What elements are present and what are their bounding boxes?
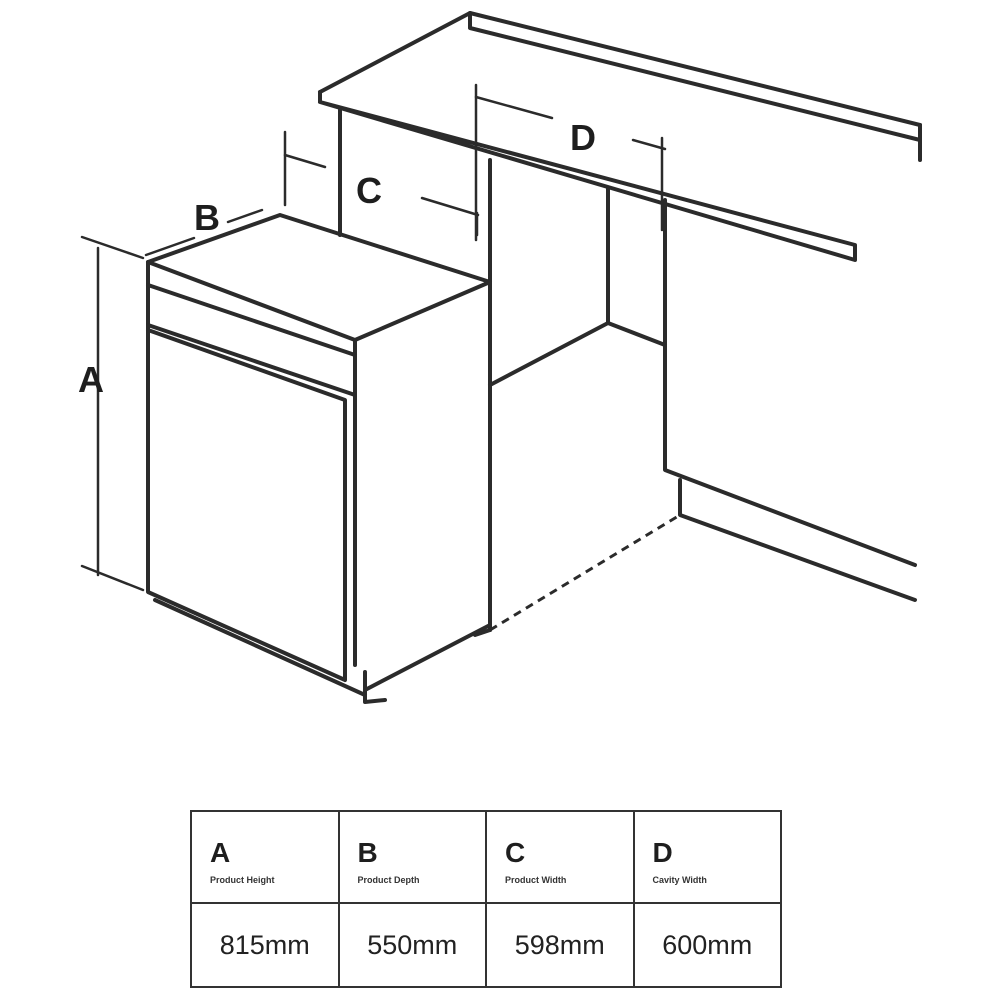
value-cell-d: 600mm [632, 902, 782, 988]
dimension-c: C [283, 130, 480, 237]
cabinet-cavity [338, 108, 917, 637]
value-cell-c: 598mm [485, 902, 635, 988]
worktop [318, 11, 922, 262]
value-cell-b: 550mm [337, 902, 487, 988]
header-letter: D [652, 837, 673, 868]
header-letter: C [505, 837, 526, 868]
header-cell-d: D Cavity Width [632, 810, 782, 904]
dishwasher-dimension-diagram: A B C D [78, 11, 922, 704]
dishwasher [146, 213, 492, 704]
dimension-b: B [144, 197, 264, 257]
table-value-row: 815mm 550mm 598mm 600mm [190, 902, 782, 988]
header-letter: B [357, 837, 378, 868]
header-label: Product Depth [357, 875, 420, 885]
table-header-row: A Product Height B Product Depth C Produ… [190, 810, 782, 904]
value-cell-a: 815mm [190, 902, 340, 988]
dimension-a: A [78, 235, 145, 592]
dimensions-table: A Product Height B Product Depth C Produ… [190, 810, 782, 988]
value-text: 598mm [514, 929, 605, 960]
label-a: A [78, 359, 104, 400]
header-label: Product Height [210, 875, 275, 885]
header-label: Cavity Width [652, 875, 707, 885]
value-text: 550mm [367, 929, 458, 960]
label-b: B [194, 197, 220, 238]
dimension-d: D [474, 83, 667, 242]
header-cell-a: A Product Height [190, 810, 340, 904]
header-cell-b: B Product Depth [337, 810, 487, 904]
label-d: D [570, 117, 596, 158]
label-c: C [356, 170, 382, 211]
value-text: 815mm [219, 929, 310, 960]
header-cell-c: C Product Width [485, 810, 635, 904]
header-letter: A [210, 837, 231, 868]
value-text: 600mm [662, 929, 753, 960]
header-label: Product Width [505, 875, 567, 885]
